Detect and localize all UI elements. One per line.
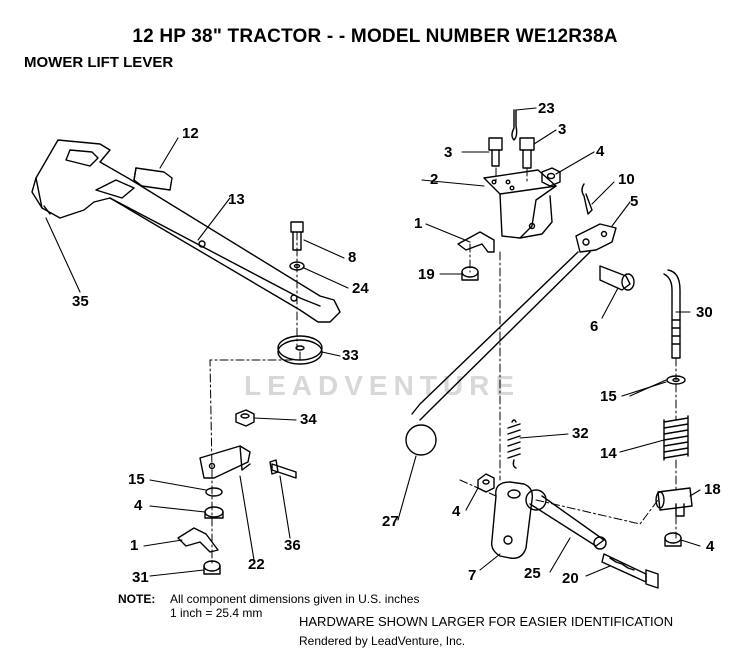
part-13-lift-bar [31, 139, 341, 323]
callout-22: 22 [248, 556, 265, 573]
note-label: NOTE: [118, 592, 156, 606]
part-3-bolt-b [519, 137, 535, 169]
part-20-bolt [601, 553, 659, 589]
callout-34: 34 [300, 411, 317, 428]
page-title: 12 HP 38" TRACTOR - - MODEL NUMBER WE12R… [132, 26, 618, 47]
part-27-knob [405, 424, 437, 456]
callout-19: 19 [418, 266, 435, 283]
part-36-pin [269, 459, 297, 479]
callout-3: 3 [444, 144, 452, 161]
callout-13: 13 [228, 191, 245, 208]
callout-4: 4 [452, 503, 461, 520]
callout-10: 10 [618, 171, 635, 188]
callout-12: 12 [182, 125, 199, 142]
note-line-1: All component dimensions given in U.S. i… [170, 592, 420, 606]
callout-33: 33 [342, 347, 359, 364]
callout-4: 4 [596, 143, 605, 160]
callout-5: 5 [630, 193, 638, 210]
callout-15: 15 [128, 471, 145, 488]
part-34-nut [235, 409, 255, 427]
callout-20: 20 [562, 570, 579, 587]
callout-1: 1 [130, 537, 138, 554]
part-32-spring [507, 419, 521, 469]
callout-15: 15 [600, 388, 617, 405]
part-22-bracket [199, 445, 251, 479]
part-3-bolt-a [488, 137, 503, 167]
part-10-cotter-pin [581, 183, 593, 215]
part-5-lever [411, 223, 617, 421]
callout-30: 30 [696, 304, 713, 321]
part-15-washer-left [205, 487, 223, 497]
callout-6: 6 [590, 318, 598, 335]
note-line-2: 1 inch = 25.4 mm [170, 606, 263, 620]
callout-7: 7 [468, 567, 476, 584]
part-1-clip-left [177, 527, 219, 553]
callout-35: 35 [72, 293, 89, 310]
callout-4: 4 [706, 538, 715, 555]
part-6-bolt [599, 265, 635, 291]
callout-32: 32 [572, 425, 589, 442]
rendered-by-credit: Rendered by LeadVenture, Inc. [299, 634, 466, 648]
part-18-fitting [655, 487, 693, 517]
callout-1: 1 [414, 215, 422, 232]
part-4-nut-bottom-right [664, 532, 682, 547]
part-1-clip-right [457, 231, 495, 253]
callout-23: 23 [538, 100, 555, 117]
callout-31: 31 [132, 569, 149, 586]
callout-24: 24 [352, 280, 369, 297]
callout-36: 36 [284, 537, 301, 554]
hardware-note: HARDWARE SHOWN LARGER FOR EASIER IDENTIF… [299, 614, 674, 629]
callout-14: 14 [600, 445, 617, 462]
part-25-tube [525, 489, 607, 550]
callout-8: 8 [348, 249, 356, 266]
part-4-nut-left [204, 506, 224, 519]
part-14-spring [663, 415, 689, 461]
part-7-pivot-plate [490, 481, 534, 559]
callout-2: 2 [430, 171, 438, 188]
part-30-rod [663, 269, 681, 359]
part-12-grip [133, 167, 173, 191]
callout-18: 18 [704, 481, 721, 498]
part-4-nut-top [541, 167, 561, 187]
section-subtitle: MOWER LIFT LEVER [24, 54, 174, 71]
callout-3: 3 [558, 121, 566, 138]
part-19-nut [461, 266, 479, 281]
part-23-cotter-pin [511, 109, 518, 141]
watermark: LEADVENTURE [244, 370, 521, 401]
callout-25: 25 [524, 565, 541, 582]
callout-4: 4 [134, 497, 143, 514]
callout-27: 27 [382, 513, 399, 530]
part-2-bracket [483, 169, 557, 239]
